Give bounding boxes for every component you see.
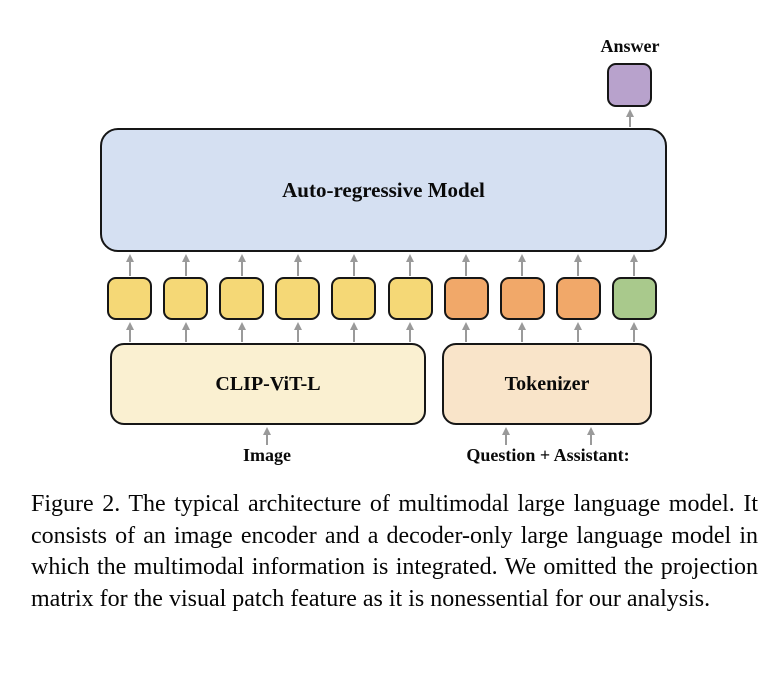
tokenizer-label: Tokenizer <box>504 372 590 395</box>
arrowhead-icon <box>518 322 527 330</box>
arrowhead-icon <box>587 427 595 435</box>
arrowhead-icon <box>462 254 471 262</box>
up-arrow-icon <box>624 109 636 127</box>
arrow-stem <box>590 433 592 445</box>
up-arrow-icon <box>404 254 416 276</box>
image-input-label: Image <box>243 445 291 465</box>
arrowhead-icon <box>502 427 510 435</box>
arrow-stem <box>629 115 631 127</box>
up-arrow-icon <box>348 254 360 276</box>
arrow-stem <box>184 328 187 342</box>
visual-token <box>275 277 321 320</box>
arrow-stem <box>465 328 468 342</box>
question-assistant-input-label: Question + Assistant: <box>466 445 630 465</box>
up-arrow-icon <box>585 427 597 445</box>
arrowhead-icon <box>406 254 414 262</box>
image-encoder-box: CLIP-ViT-L <box>110 343 426 425</box>
arrow-stem <box>128 260 131 276</box>
up-arrow-icon <box>348 322 360 342</box>
arrowhead-icon <box>630 254 639 262</box>
up-arrow-icon <box>460 322 472 342</box>
arrow-stem <box>409 260 411 276</box>
up-arrow-icon <box>460 254 472 276</box>
arrow-stem <box>577 328 580 342</box>
figure-caption-text: Figure 2. The typical architecture of mu… <box>31 491 758 612</box>
up-arrow-icon <box>236 254 248 276</box>
arrowhead-icon <box>125 254 134 262</box>
visual-token <box>163 277 209 320</box>
up-arrow-icon <box>572 322 584 342</box>
arrowhead-icon <box>293 322 302 330</box>
arrow-stem <box>633 260 636 276</box>
arrowhead-icon <box>125 322 134 330</box>
up-arrow-icon <box>124 254 136 276</box>
arrowhead-icon <box>237 322 246 330</box>
arrowhead-icon <box>462 322 471 330</box>
up-arrow-icon <box>124 322 136 342</box>
arrowhead-icon <box>181 322 190 330</box>
arrow-stem <box>633 328 636 342</box>
visual-token <box>107 277 152 320</box>
arrow-stem <box>505 433 507 445</box>
arrow-stem <box>465 260 468 276</box>
up-arrow-icon <box>236 322 248 342</box>
up-arrow-icon <box>628 322 640 342</box>
up-arrow-icon <box>500 427 512 445</box>
up-arrow-icon <box>180 254 192 276</box>
up-arrow-icon <box>572 254 584 276</box>
arrow-stem <box>352 328 355 342</box>
arrow-stem <box>128 328 131 342</box>
arrow-stem <box>521 260 524 276</box>
up-arrow-icon <box>261 427 273 445</box>
text-token <box>443 277 489 320</box>
text-token <box>499 277 545 320</box>
up-arrow-icon <box>516 254 528 276</box>
arrow-stem <box>296 260 299 276</box>
arrowhead-icon <box>626 109 634 117</box>
up-arrow-icon <box>180 322 192 342</box>
arrowhead-icon <box>263 427 271 435</box>
auto-regressive-model-label: Auto-regressive Model <box>282 177 485 202</box>
arrowhead-icon <box>349 254 358 262</box>
up-arrow-icon <box>292 254 304 276</box>
up-arrow-icon <box>628 254 640 276</box>
arrowhead-icon <box>630 322 639 330</box>
tokenizer-box: Tokenizer <box>442 343 652 425</box>
last-text-token <box>611 277 657 320</box>
answer-token-box <box>607 63 652 107</box>
arrowhead-icon <box>406 322 414 330</box>
text-token <box>555 277 601 320</box>
up-arrow-icon <box>404 322 416 342</box>
visual-token <box>387 277 433 320</box>
up-arrow-icon <box>516 322 528 342</box>
arrow-stem <box>184 260 187 276</box>
arrow-stem <box>240 260 243 276</box>
arrowhead-icon <box>293 254 302 262</box>
arrowhead-icon <box>574 254 583 262</box>
arrow-stem <box>409 328 411 342</box>
arrowhead-icon <box>574 322 583 330</box>
visual-token <box>219 277 265 320</box>
arrow-stem <box>521 328 524 342</box>
arrow-stem <box>577 260 580 276</box>
answer-label: Answer <box>600 36 660 56</box>
arrow-stem <box>240 328 243 342</box>
figure-caption: Figure 2. The typical architecture of mu… <box>31 489 758 615</box>
image-encoder-label: CLIP-ViT-L <box>215 372 321 395</box>
up-arrow-icon <box>292 322 304 342</box>
auto-regressive-model-box: Auto-regressive Model <box>100 128 667 252</box>
arrow-stem <box>296 328 299 342</box>
visual-token <box>331 277 377 320</box>
arrowhead-icon <box>181 254 190 262</box>
arrowhead-icon <box>349 322 358 330</box>
arrowhead-icon <box>518 254 527 262</box>
arrowhead-icon <box>237 254 246 262</box>
arrow-stem <box>266 433 268 445</box>
arrow-stem <box>352 260 355 276</box>
